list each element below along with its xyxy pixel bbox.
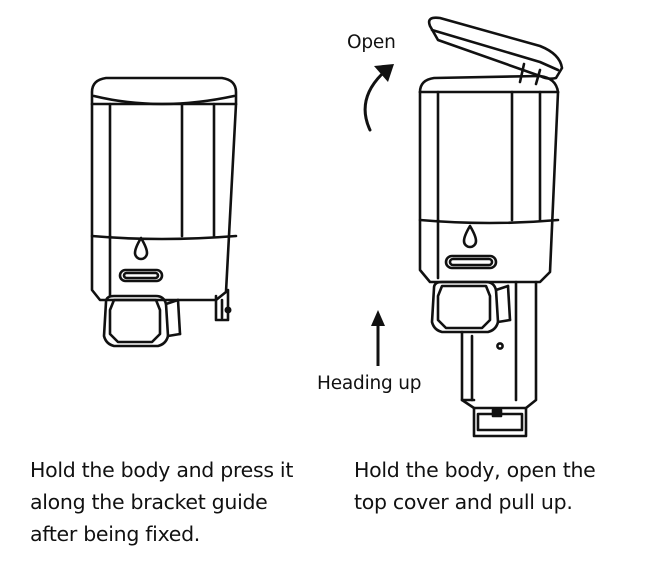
dispenser-left (90, 76, 238, 348)
dispenser-right (418, 16, 564, 438)
caption-line: top cover and pull up. (354, 490, 573, 514)
caption-line: along the bracket guide (30, 490, 268, 514)
water-drop-icon (133, 236, 149, 261)
water-drop-icon (462, 224, 478, 249)
curved-arrow-icon (363, 64, 394, 132)
caption-left: Hold the body and press it along the bra… (30, 454, 330, 550)
up-arrow-icon (371, 310, 385, 366)
caption-right: Hold the body, open the top cover and pu… (354, 454, 654, 518)
caption-line: Hold the body and press it (30, 458, 294, 482)
heading-up-label: Heading up (317, 373, 422, 394)
open-label: Open (347, 32, 396, 53)
caption-line: after being fixed. (30, 522, 201, 546)
caption-line: Hold the body, open the (354, 458, 596, 482)
